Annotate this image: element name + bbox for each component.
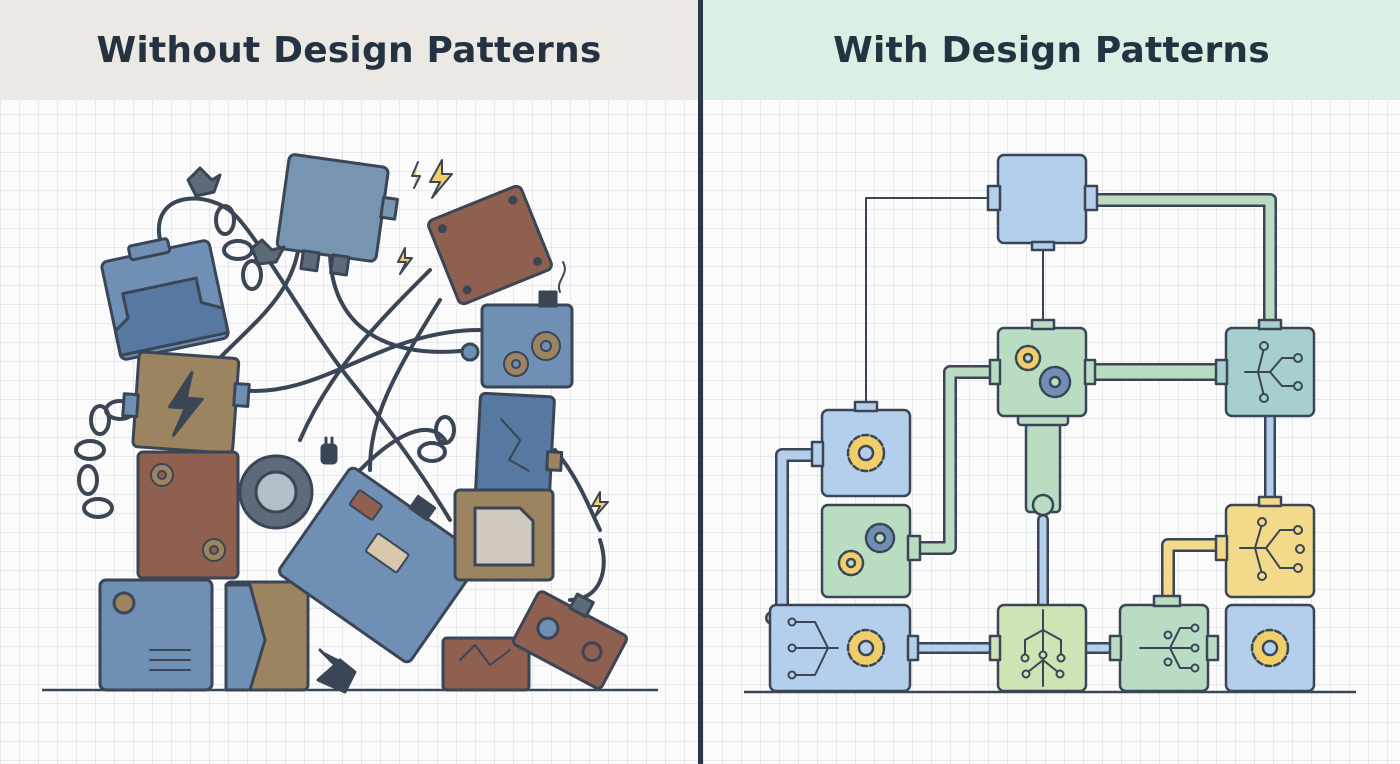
connection-pipes bbox=[765, 193, 1277, 654]
module-rust-top-right bbox=[427, 184, 553, 306]
gear-icon bbox=[238, 454, 314, 530]
gear-icon bbox=[846, 433, 886, 473]
gear-icon bbox=[1014, 344, 1072, 399]
right-title: With Design Patterns bbox=[833, 29, 1270, 71]
gear-icon bbox=[846, 628, 886, 668]
broken-fragment bbox=[186, 166, 222, 198]
module-blue-top-left bbox=[100, 237, 230, 361]
panel-divider bbox=[698, 0, 703, 764]
left-panel: Without Design Patterns bbox=[0, 0, 698, 764]
left-title: Without Design Patterns bbox=[96, 29, 602, 71]
document-icon bbox=[473, 506, 535, 567]
left-header: Without Design Patterns bbox=[0, 0, 698, 100]
chaotic-modules-illustration bbox=[42, 153, 658, 694]
module-plug-bottom bbox=[512, 590, 628, 690]
module-left-gears-green bbox=[820, 503, 912, 599]
module-cracked-blue bbox=[474, 391, 564, 499]
circuit-icon bbox=[794, 621, 839, 676]
module-steel-top bbox=[275, 153, 399, 277]
gear-icon bbox=[837, 522, 896, 577]
gear-icon bbox=[150, 463, 226, 562]
module-center-gears bbox=[996, 326, 1088, 418]
circuit-icon bbox=[1024, 609, 1062, 687]
chain-icon bbox=[74, 204, 456, 519]
circuit-icon bbox=[1239, 523, 1297, 575]
lightning-icon bbox=[397, 159, 609, 519]
organized-modules-illustration bbox=[744, 153, 1356, 694]
connection-wires bbox=[865, 197, 1044, 406]
module-top bbox=[996, 153, 1088, 245]
gear-icon bbox=[503, 331, 561, 377]
module-tan-lightning bbox=[121, 350, 251, 455]
right-panel: With Design Patterns bbox=[703, 0, 1400, 764]
plug-icon bbox=[320, 436, 338, 465]
right-header: With Design Patterns bbox=[703, 0, 1400, 100]
gear-icon bbox=[1250, 628, 1290, 668]
module-tilted-large bbox=[278, 466, 482, 664]
circuit-icon bbox=[1139, 627, 1193, 669]
circuit-icon bbox=[1244, 347, 1297, 397]
